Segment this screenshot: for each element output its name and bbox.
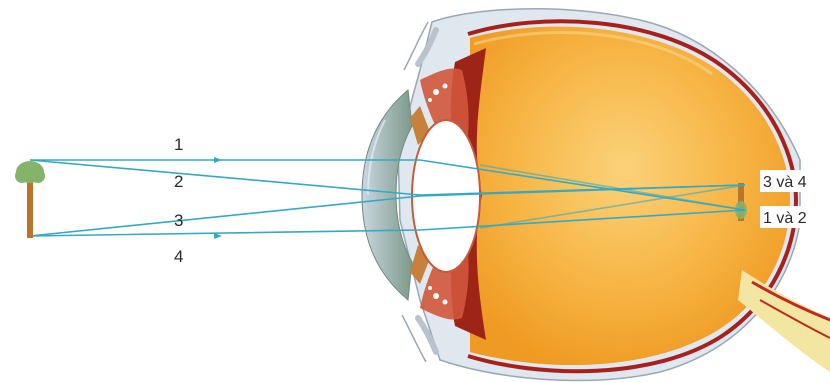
- image-label-upper: 3 và 4: [763, 174, 807, 191]
- ray-label-2: 2: [174, 172, 183, 191]
- arrow-icon: [214, 157, 222, 163]
- ray-label-1: 1: [174, 135, 183, 154]
- ray-label-3: 3: [174, 211, 183, 230]
- image-label-lower: 1 và 2: [763, 210, 807, 227]
- ray-arrows: [214, 157, 222, 239]
- optic-nerve: [738, 270, 830, 372]
- ray-label-4: 4: [174, 247, 183, 266]
- ray-labels: 1 2 3 4: [174, 135, 183, 266]
- tree-icon: [15, 161, 45, 238]
- vitreous-body: [468, 21, 796, 371]
